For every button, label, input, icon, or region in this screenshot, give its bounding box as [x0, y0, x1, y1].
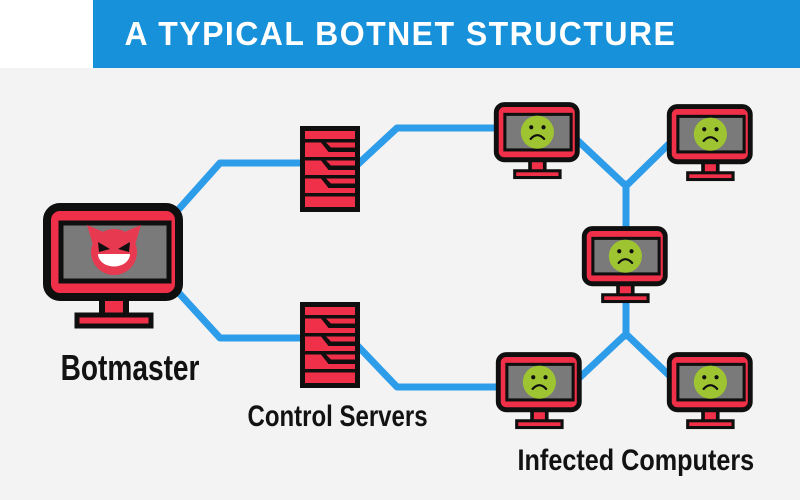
control-server-node-2	[300, 302, 360, 388]
infected-computer-node-3	[580, 223, 672, 304]
connection-line-infected2-junction	[622, 134, 679, 190]
connection-line-junction2-infected5	[622, 330, 678, 384]
infected-computer-node-4	[494, 349, 586, 430]
infected-computer-node-1	[492, 99, 584, 180]
sad-monitor-icon	[665, 349, 757, 430]
connection-line-infected1-junction	[571, 134, 630, 190]
server-icon	[300, 302, 360, 388]
connection-line-server2-infected4	[350, 338, 504, 391]
sad-monitor-icon	[665, 101, 757, 182]
botmaster-node	[40, 198, 190, 330]
title-banner	[93, 0, 800, 68]
connection-line-botmaster-server1	[174, 159, 306, 214]
infected-computers-label-text: Infected Computers	[517, 444, 755, 477]
control-servers-label-text: Control Servers	[247, 400, 429, 433]
sad-monitor-icon	[494, 349, 586, 430]
infected-computers-label: Infected Computers	[516, 444, 756, 477]
botmaster-label-text: Botmaster	[60, 347, 200, 388]
devil-monitor-icon	[40, 198, 190, 330]
page-title: A TYPICAL BOTNET STRUCTURE	[0, 0, 800, 68]
banner-left-gap	[0, 0, 93, 68]
sad-monitor-icon	[492, 99, 584, 180]
sad-monitor-icon	[580, 223, 672, 304]
connection-line-junction2-infected4	[573, 330, 630, 384]
page-title-text: A TYPICAL BOTNET STRUCTURE	[124, 15, 676, 52]
connection-line-server1-infected1	[352, 124, 504, 170]
botmaster-label: Botmaster	[30, 347, 230, 388]
server-icon	[300, 126, 360, 212]
infected-computer-node-2	[665, 101, 757, 182]
control-server-node-1	[300, 126, 360, 212]
infected-computer-node-5	[665, 349, 757, 430]
connection-line-botmaster-server2	[174, 288, 306, 342]
control-servers-label: Control Servers	[238, 400, 438, 433]
